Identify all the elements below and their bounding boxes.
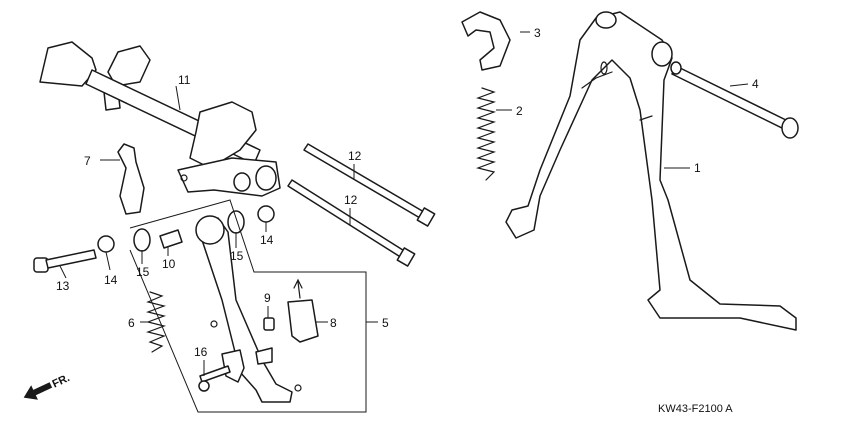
pin xyxy=(210,320,218,328)
front-direction-arrow: FR. xyxy=(23,372,72,400)
callout-1: 1 xyxy=(694,161,701,175)
callout-15a: 15 xyxy=(136,265,150,279)
diagram-code: KW43-F2100 A xyxy=(658,403,733,415)
callout-8: 8 xyxy=(330,316,337,330)
callout-12a: 12 xyxy=(348,149,362,163)
callout-9: 9 xyxy=(264,291,271,305)
spring-6 xyxy=(145,291,167,353)
direction-label: FR. xyxy=(51,372,72,390)
bolt-16 xyxy=(198,349,245,392)
spring-2 xyxy=(475,87,497,181)
assembly-box-5 xyxy=(129,199,367,413)
main-stand-1 xyxy=(505,11,797,331)
bolt-13 xyxy=(33,249,97,273)
callout-11: 11 xyxy=(178,73,191,87)
shaft-4 xyxy=(670,61,799,139)
callout-15b: 15 xyxy=(230,249,244,263)
callout-5: 5 xyxy=(382,316,389,330)
callout-4: 4 xyxy=(752,77,759,91)
pipe-10 xyxy=(159,229,183,249)
callout-2: 2 xyxy=(516,104,523,118)
leader-lines xyxy=(59,31,749,376)
hook-bracket-3 xyxy=(461,11,511,71)
washer-14-upper xyxy=(257,205,275,223)
long-bolts xyxy=(287,143,436,267)
washer-14-lower xyxy=(97,235,115,253)
stopper-8 xyxy=(287,299,319,343)
bracket-7 xyxy=(117,143,145,215)
collar-15-right xyxy=(227,210,245,234)
side-stand-assembly xyxy=(195,215,302,403)
callout-6: 6 xyxy=(128,316,135,330)
arrow-8 xyxy=(293,278,303,299)
collar-15-left xyxy=(133,228,151,252)
callout-10: 10 xyxy=(162,257,176,271)
rubber-9 xyxy=(263,317,275,331)
callout-16: 16 xyxy=(194,345,208,359)
callout-14a: 14 xyxy=(260,233,274,247)
callout-7: 7 xyxy=(84,154,91,168)
callout-3: 3 xyxy=(534,26,541,40)
callout-12b: 12 xyxy=(344,193,358,207)
callout-14b: 14 xyxy=(104,273,118,287)
callout-13: 13 xyxy=(56,279,70,293)
pivot-pipe-assembly xyxy=(39,41,281,197)
